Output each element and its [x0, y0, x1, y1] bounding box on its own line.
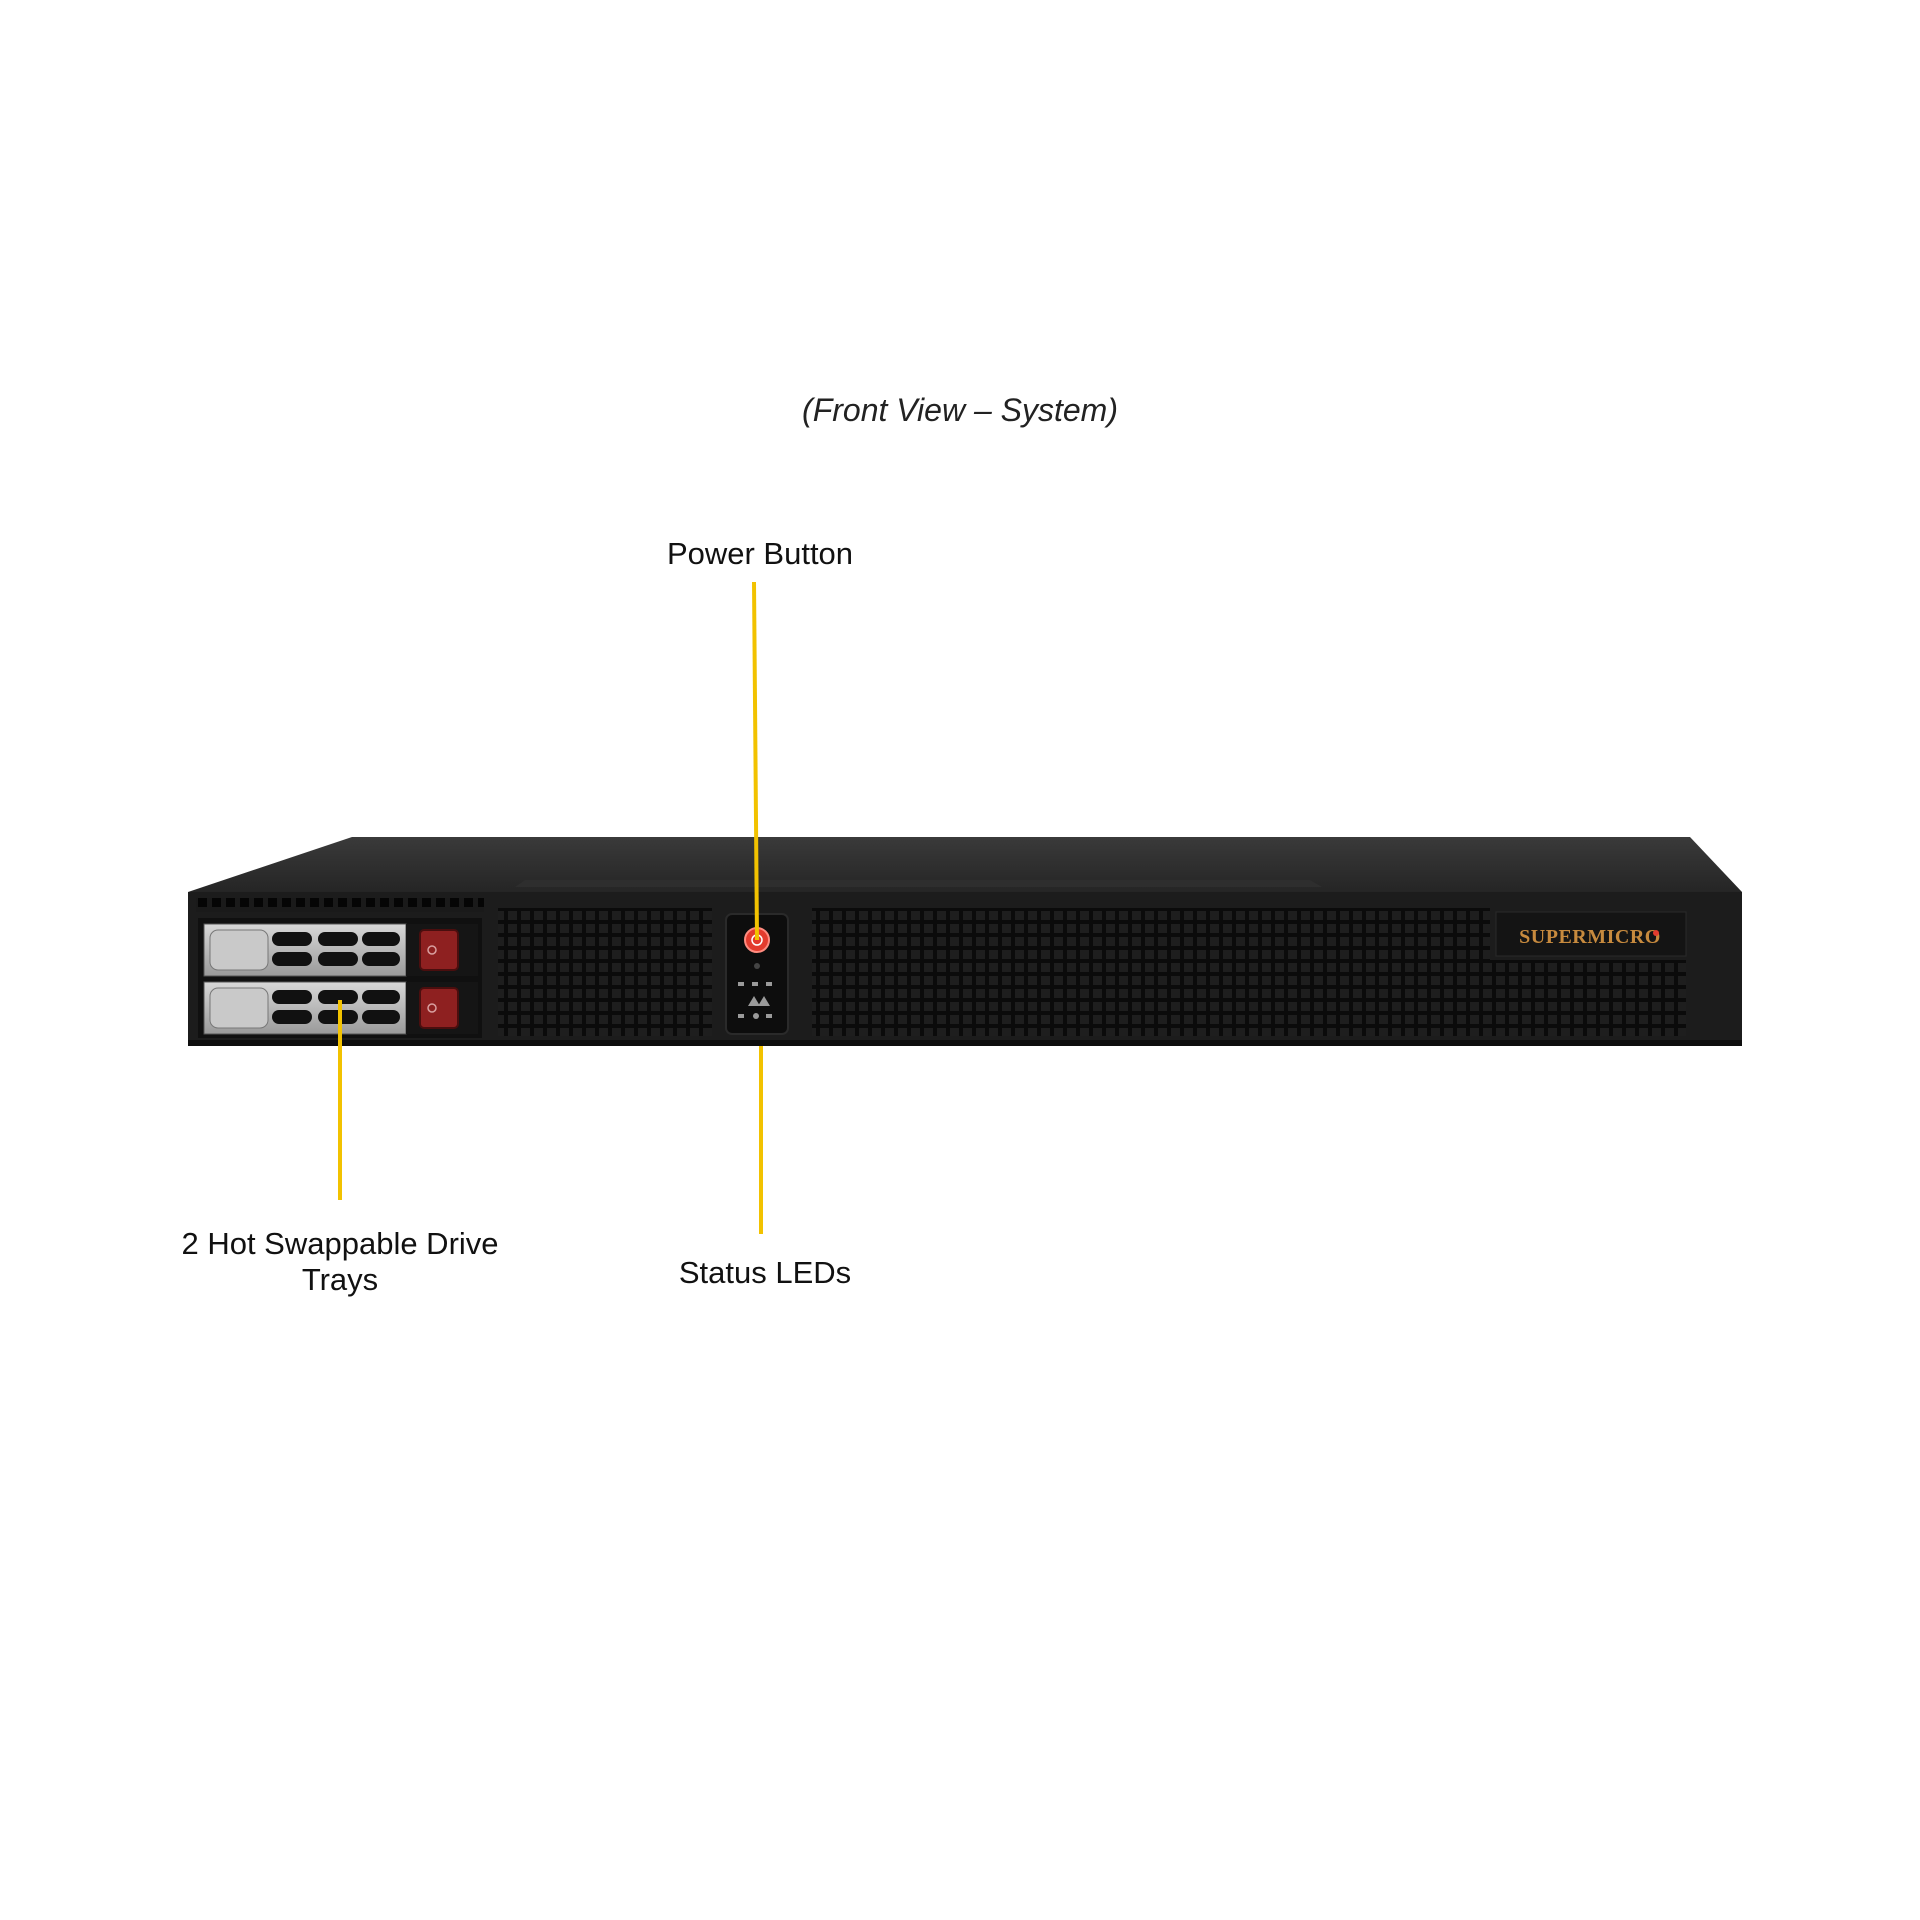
status-led-indicators [738, 982, 772, 1019]
callout-label-status-leds: Status LEDs [678, 1255, 852, 1290]
callout-label-power-button: Power Button [666, 536, 854, 571]
front-grill-right [1204, 908, 1490, 1036]
chassis-top-panel [515, 880, 1322, 887]
callout-line-power-button [752, 581, 759, 941]
chassis-bottom-edge [188, 1040, 1742, 1046]
front-grill-left [498, 908, 712, 1036]
chassis-top [188, 837, 1742, 892]
drive-tray-2-latch[interactable] [419, 987, 459, 1029]
drive-tray-1[interactable] [203, 923, 478, 977]
callout-label-drive-trays: 2 Hot Swappable Drive Trays [181, 1226, 499, 1298]
drive-tray-1-latch[interactable] [419, 929, 459, 971]
front-grill-far-right [1490, 960, 1686, 1036]
supermicro-logo: SUPERMICRO [1495, 911, 1687, 957]
front-grill-main [812, 908, 1204, 1036]
reset-button[interactable] [754, 963, 760, 969]
figure-caption: (Front View – System) [802, 392, 1118, 428]
drive-tray-2[interactable] [203, 981, 478, 1035]
front-control-panel [725, 913, 789, 1035]
drive-bay-vent-strip [196, 898, 484, 912]
brand-logo-text: SUPERMICRO [1519, 926, 1661, 948]
